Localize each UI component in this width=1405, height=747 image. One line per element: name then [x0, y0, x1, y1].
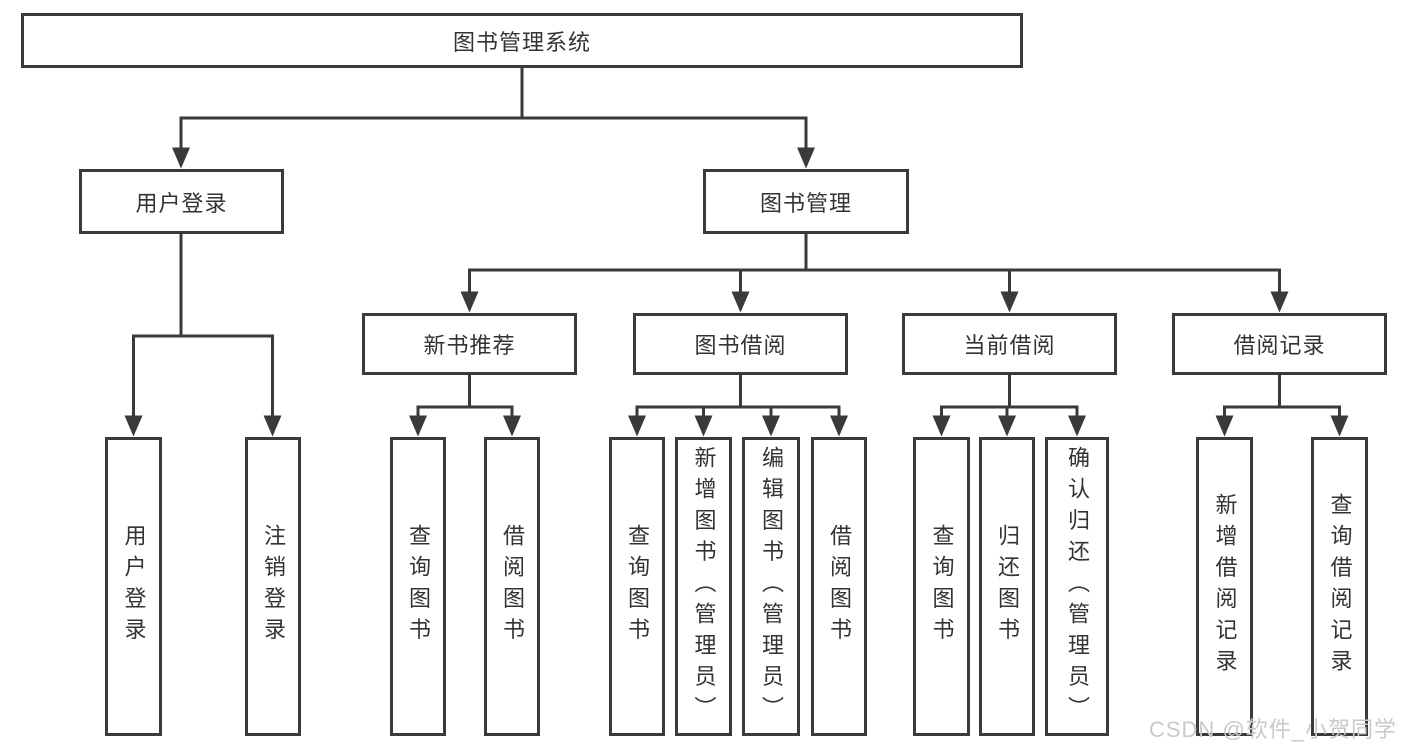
- node-book-borrow: 图书借阅: [633, 313, 848, 375]
- leaf-edit-book-admin-label: 编辑图书（管理员）: [759, 445, 784, 728]
- leaf-user-login: 用户登录: [105, 437, 162, 736]
- node-root-label: 图书管理系统: [452, 29, 591, 55]
- node-borrow-records-label: 借阅记录: [1233, 333, 1326, 358]
- leaf-query-books-recommend-label: 查询图书: [406, 524, 431, 649]
- node-current-borrow-label: 当前借阅: [963, 333, 1056, 358]
- leaf-edit-book-admin: 编辑图书（管理员）: [742, 437, 800, 736]
- node-user-login: 用户登录: [79, 169, 284, 234]
- leaf-logout-label: 注销登录: [261, 524, 286, 649]
- node-borrow-records: 借阅记录: [1172, 313, 1387, 375]
- leaf-confirm-return-admin: 确认归还（管理员）: [1045, 437, 1109, 736]
- node-book-borrow-label: 图书借阅: [694, 333, 787, 358]
- leaf-user-login-label: 用户登录: [121, 524, 147, 649]
- leaf-borrow-books-borrow: 借阅图书: [811, 437, 867, 736]
- node-new-book-recommend-label: 新书推荐: [423, 333, 516, 358]
- leaf-query-books-recommend: 查询图书: [390, 437, 446, 736]
- leaf-query-books-borrow: 查询图书: [609, 437, 665, 736]
- leaf-query-books-current: 查询图书: [913, 437, 970, 736]
- node-book-management: 图书管理: [703, 169, 909, 234]
- node-book-management-label: 图书管理: [759, 190, 852, 216]
- node-root: 图书管理系统: [21, 13, 1023, 68]
- leaf-query-borrow-record: 查询借阅记录: [1311, 437, 1368, 736]
- leaf-add-book-admin-label: 新增图书（管理员）: [691, 445, 717, 728]
- leaf-query-books-current-label: 查询图书: [929, 524, 955, 649]
- leaf-return-book-label: 归还图书: [995, 524, 1020, 649]
- leaf-logout: 注销登录: [245, 437, 301, 736]
- node-user-login-label: 用户登录: [135, 190, 228, 216]
- leaf-borrow-books-borrow-label: 借阅图书: [827, 524, 852, 649]
- csdn-watermark: CSDN @软件_小贺同学: [1148, 717, 1397, 742]
- leaf-query-books-borrow-label: 查询图书: [625, 524, 650, 649]
- node-new-book-recommend: 新书推荐: [362, 313, 577, 375]
- leaf-add-borrow-record: 新增借阅记录: [1196, 437, 1253, 736]
- leaf-confirm-return-admin-label: 确认归还（管理员）: [1065, 445, 1090, 728]
- leaf-return-book: 归还图书: [979, 437, 1035, 736]
- leaf-add-borrow-record-label: 新增借阅记录: [1212, 492, 1238, 681]
- node-current-borrow: 当前借阅: [902, 313, 1117, 375]
- leaf-add-book-admin: 新增图书（管理员）: [675, 437, 732, 736]
- leaf-borrow-books-recommend-label: 借阅图书: [500, 524, 525, 649]
- leaf-borrow-books-recommend: 借阅图书: [484, 437, 540, 736]
- leaf-query-borrow-record-label: 查询借阅记录: [1327, 492, 1353, 681]
